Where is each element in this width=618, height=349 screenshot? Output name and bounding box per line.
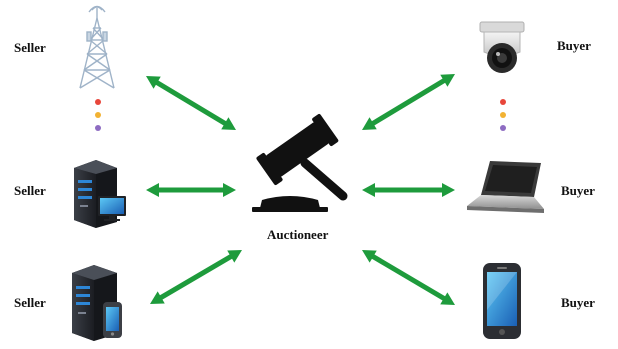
seller-label-top: Seller [14, 40, 46, 55]
cell-tower-icon [79, 5, 115, 89]
security-camera-icon [479, 21, 525, 73]
laptop-icon [467, 161, 544, 213]
ellipsis-dot-red [95, 99, 101, 105]
auctioneer-label: Auctioneer [267, 227, 329, 242]
ellipsis-dot-purple [500, 125, 506, 131]
arrow-buyer-mid [362, 183, 455, 197]
gavel-icon [252, 114, 348, 212]
ellipsis-dot-purple [95, 125, 101, 131]
seller-label-bottom: Seller [14, 295, 46, 310]
buyer-label-mid: Buyer [561, 183, 595, 198]
arrow-seller-bottom [150, 250, 242, 304]
connection-arrows [146, 74, 455, 305]
arrow-seller-top [146, 76, 236, 130]
buyer-label-top: Buyer [557, 38, 591, 53]
ellipsis-dot-red [500, 99, 506, 105]
ellipsis-dot-yellow [500, 112, 506, 118]
server-with-phone-icon [72, 265, 122, 341]
smartphone-icon [483, 263, 521, 339]
server-with-monitor-icon [74, 160, 126, 228]
arrow-buyer-bottom [362, 250, 455, 305]
arrow-buyer-top [362, 74, 455, 130]
seller-label-mid: Seller [14, 183, 46, 198]
buyer-label-bottom: Buyer [561, 295, 595, 310]
ellipsis-dot-yellow [95, 112, 101, 118]
arrow-seller-mid [146, 183, 236, 197]
